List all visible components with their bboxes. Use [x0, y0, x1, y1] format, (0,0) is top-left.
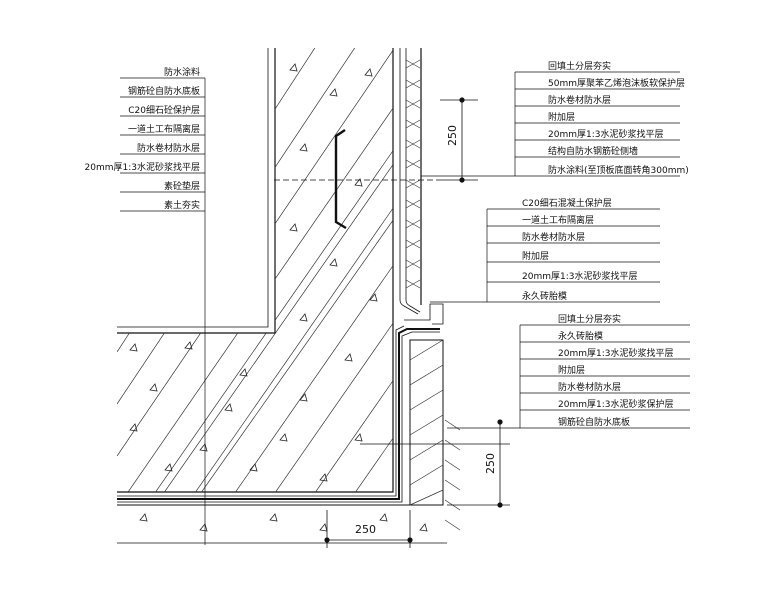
leader-lines-right-bottom	[447, 324, 690, 429]
label-rb-4: 附加层	[558, 364, 585, 376]
label-left-5: 防水卷材防水层	[137, 142, 200, 154]
label-rt-7: 防水涂料(至顶板底面转角300mm)	[548, 164, 689, 176]
dimension-bottom-vertical	[360, 419, 510, 508]
label-left-4: 一道土工布隔离层	[128, 123, 200, 135]
brick-form	[409, 339, 444, 506]
label-rm-2: 一道土工布隔离层	[522, 214, 594, 226]
label-rm-1: C20细石混凝土保护层	[522, 197, 612, 209]
dimension-bottom-horizontal	[324, 510, 413, 548]
cushion-layer	[117, 513, 447, 544]
label-rb-5: 防水卷材防水层	[558, 381, 621, 393]
dimension-bottom-value: 250	[484, 453, 497, 474]
dimension-top-value: 250	[446, 125, 459, 146]
label-rt-6: 结构自防水钢筋砼侧墙	[548, 145, 638, 157]
label-rm-4: 附加层	[522, 250, 549, 262]
label-rt-5: 20mm厚1:3水泥砂浆找平层	[548, 128, 663, 140]
dimension-horizontal-value: 250	[355, 523, 376, 536]
labels-right-top: 回填土分层夯实 50mm厚聚苯乙烯泡沫板软保护层 防水卷材防水层 附加层 20m…	[548, 60, 689, 176]
label-rt-4: 附加层	[548, 111, 575, 123]
label-rb-1: 回填土分层夯实	[558, 313, 621, 325]
label-rb-3: 20mm厚1:3水泥砂浆找平层	[558, 347, 673, 359]
leader-lines-right-mid	[430, 208, 660, 303]
dimension-top-vertical	[274, 97, 478, 183]
label-rt-3: 防水卷材防水层	[548, 94, 611, 106]
label-rt-1: 回填土分层夯实	[548, 60, 611, 72]
labels-right-bottom: 回填土分层夯实 永久砖胎模 20mm厚1:3水泥砂浆找平层 附加层 防水卷材防水…	[558, 313, 673, 428]
leader-lines-left	[120, 77, 206, 545]
label-left-8: 素土夯实	[164, 199, 200, 211]
label-rb-7: 钢筋砼自防水底板	[558, 416, 630, 428]
label-rm-6: 永久砖胎模	[522, 290, 567, 302]
rebar-hook	[334, 129, 347, 230]
labels-right-mid: C20细石混凝土保护层 一道土工布隔离层 防水卷材防水层 附加层 20mm厚1:…	[522, 197, 637, 302]
labels-left: 防水涂料 钢筋砼自防水底板 C20细石砼保护层 一道土工布隔离层 防水卷材防水层…	[85, 66, 200, 211]
label-rb-2: 永久砖胎模	[558, 330, 603, 342]
foam-protection-layer	[405, 59, 421, 289]
leader-lines-right-top	[421, 71, 680, 177]
label-left-6: 20mm厚1:3水泥砂浆找平层	[85, 161, 200, 173]
label-left-1: 防水涂料	[164, 66, 200, 78]
label-rm-5: 20mm厚1:3水泥砂浆找平层	[522, 270, 637, 282]
label-rm-3: 防水卷材防水层	[522, 231, 585, 243]
concrete-aggregate	[129, 63, 378, 482]
label-rb-6: 20mm厚1:3水泥砂浆保护层	[558, 398, 673, 410]
soil-hatch	[444, 419, 461, 531]
label-rt-2: 50mm厚聚苯乙烯泡沫板软保护层	[548, 77, 685, 89]
waterproof-layers	[117, 303, 444, 506]
concrete-structure	[117, 48, 422, 493]
label-left-2: 钢筋砼自防水底板	[128, 85, 200, 97]
label-left-7: 素砼垫层	[164, 180, 200, 192]
label-left-3: C20细石砼保护层	[128, 104, 200, 116]
